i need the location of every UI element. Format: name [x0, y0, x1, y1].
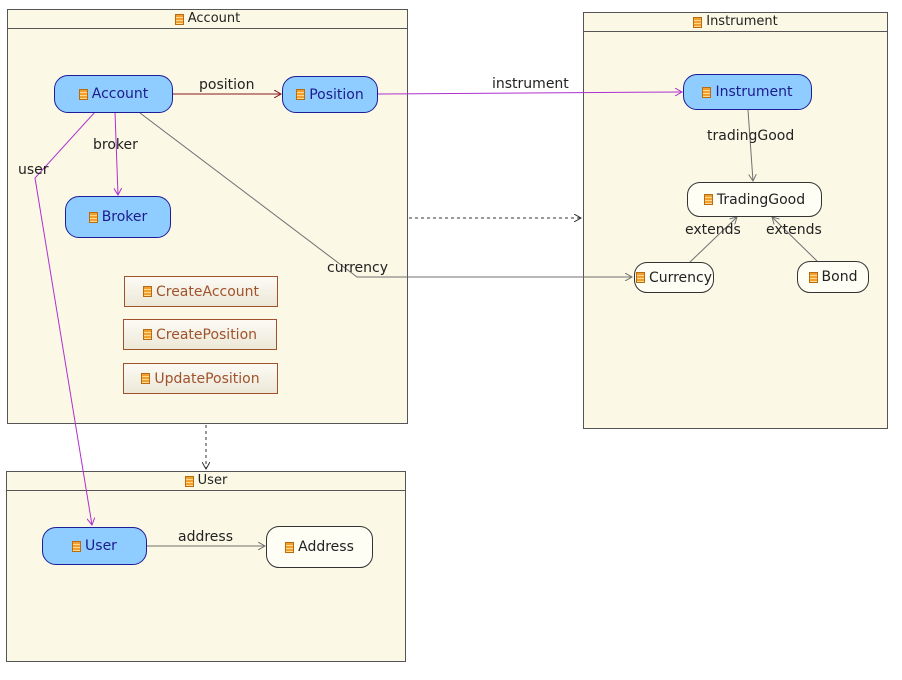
- node-bond-label: Bond: [821, 269, 858, 285]
- table-icon: [72, 540, 82, 552]
- table-icon: [184, 475, 194, 487]
- table-icon: [703, 194, 713, 205]
- node-currency[interactable]: Currency: [634, 262, 714, 293]
- node-instrument-label: Instrument: [715, 84, 793, 100]
- table-icon: [285, 541, 295, 553]
- edge-label-currency: currency: [327, 260, 388, 276]
- node-address[interactable]: Address: [266, 526, 373, 568]
- edge-account-broker: [115, 111, 118, 195]
- node-bond[interactable]: Bond: [797, 261, 869, 293]
- table-icon: [141, 373, 151, 384]
- node-currency-label: Currency: [648, 269, 713, 286]
- node-broker[interactable]: Broker: [65, 196, 171, 238]
- node-position[interactable]: Position: [282, 76, 378, 113]
- edge-instrument-tradinggood: [747, 109, 753, 181]
- table-icon: [635, 272, 645, 283]
- node-instrument[interactable]: Instrument: [683, 74, 812, 110]
- edge-account-currency: [139, 112, 632, 277]
- node-user[interactable]: User: [42, 527, 147, 565]
- table-icon: [808, 271, 818, 283]
- node-create-position-label: CreatePosition: [155, 326, 258, 343]
- package-instrument-header: Instrument: [584, 13, 887, 32]
- node-account[interactable]: Account: [54, 75, 173, 113]
- node-address-label: Address: [298, 539, 354, 555]
- table-icon: [296, 89, 306, 100]
- package-user-title: User: [197, 473, 228, 488]
- package-account-title: Account: [187, 11, 241, 26]
- package-instrument-title: Instrument: [706, 14, 778, 29]
- edge-label-extends-currency: extends: [685, 222, 741, 238]
- package-account-header: Account: [8, 10, 407, 29]
- edge-bond-extends: [772, 217, 818, 262]
- table-icon: [693, 16, 703, 28]
- edge-label-tradinggood: tradingGood: [707, 128, 795, 144]
- edge-label-user: user: [18, 162, 49, 178]
- node-account-label: Account: [91, 86, 149, 102]
- table-icon: [142, 286, 152, 297]
- edge-label-instrument: instrument: [492, 76, 569, 92]
- edge-position-instrument: [377, 92, 682, 94]
- node-create-position[interactable]: CreatePosition: [123, 319, 277, 350]
- node-update-position-label: UpdatePosition: [154, 370, 260, 387]
- table-icon: [702, 86, 712, 98]
- edge-label-broker: broker: [93, 137, 138, 153]
- edge-label-extends-bond: extends: [766, 222, 822, 238]
- node-create-account[interactable]: CreateAccount: [124, 276, 278, 307]
- node-user-label: User: [85, 538, 117, 554]
- node-update-position[interactable]: UpdatePosition: [123, 363, 278, 394]
- node-create-account-label: CreateAccount: [155, 283, 260, 300]
- node-trading-good[interactable]: TradingGood: [687, 182, 822, 217]
- node-trading-good-label: TradingGood: [716, 191, 806, 208]
- node-position-label: Position: [309, 86, 364, 103]
- table-icon: [78, 88, 88, 100]
- table-icon: [88, 211, 98, 223]
- package-user-header: User: [7, 472, 405, 491]
- table-icon: [142, 329, 152, 340]
- edge-account-user: [34, 111, 96, 525]
- table-icon: [174, 13, 184, 25]
- edge-currency-extends: [689, 217, 737, 263]
- node-broker-label: Broker: [101, 209, 148, 225]
- edge-label-position: position: [199, 77, 255, 93]
- edge-label-address: address: [178, 529, 234, 545]
